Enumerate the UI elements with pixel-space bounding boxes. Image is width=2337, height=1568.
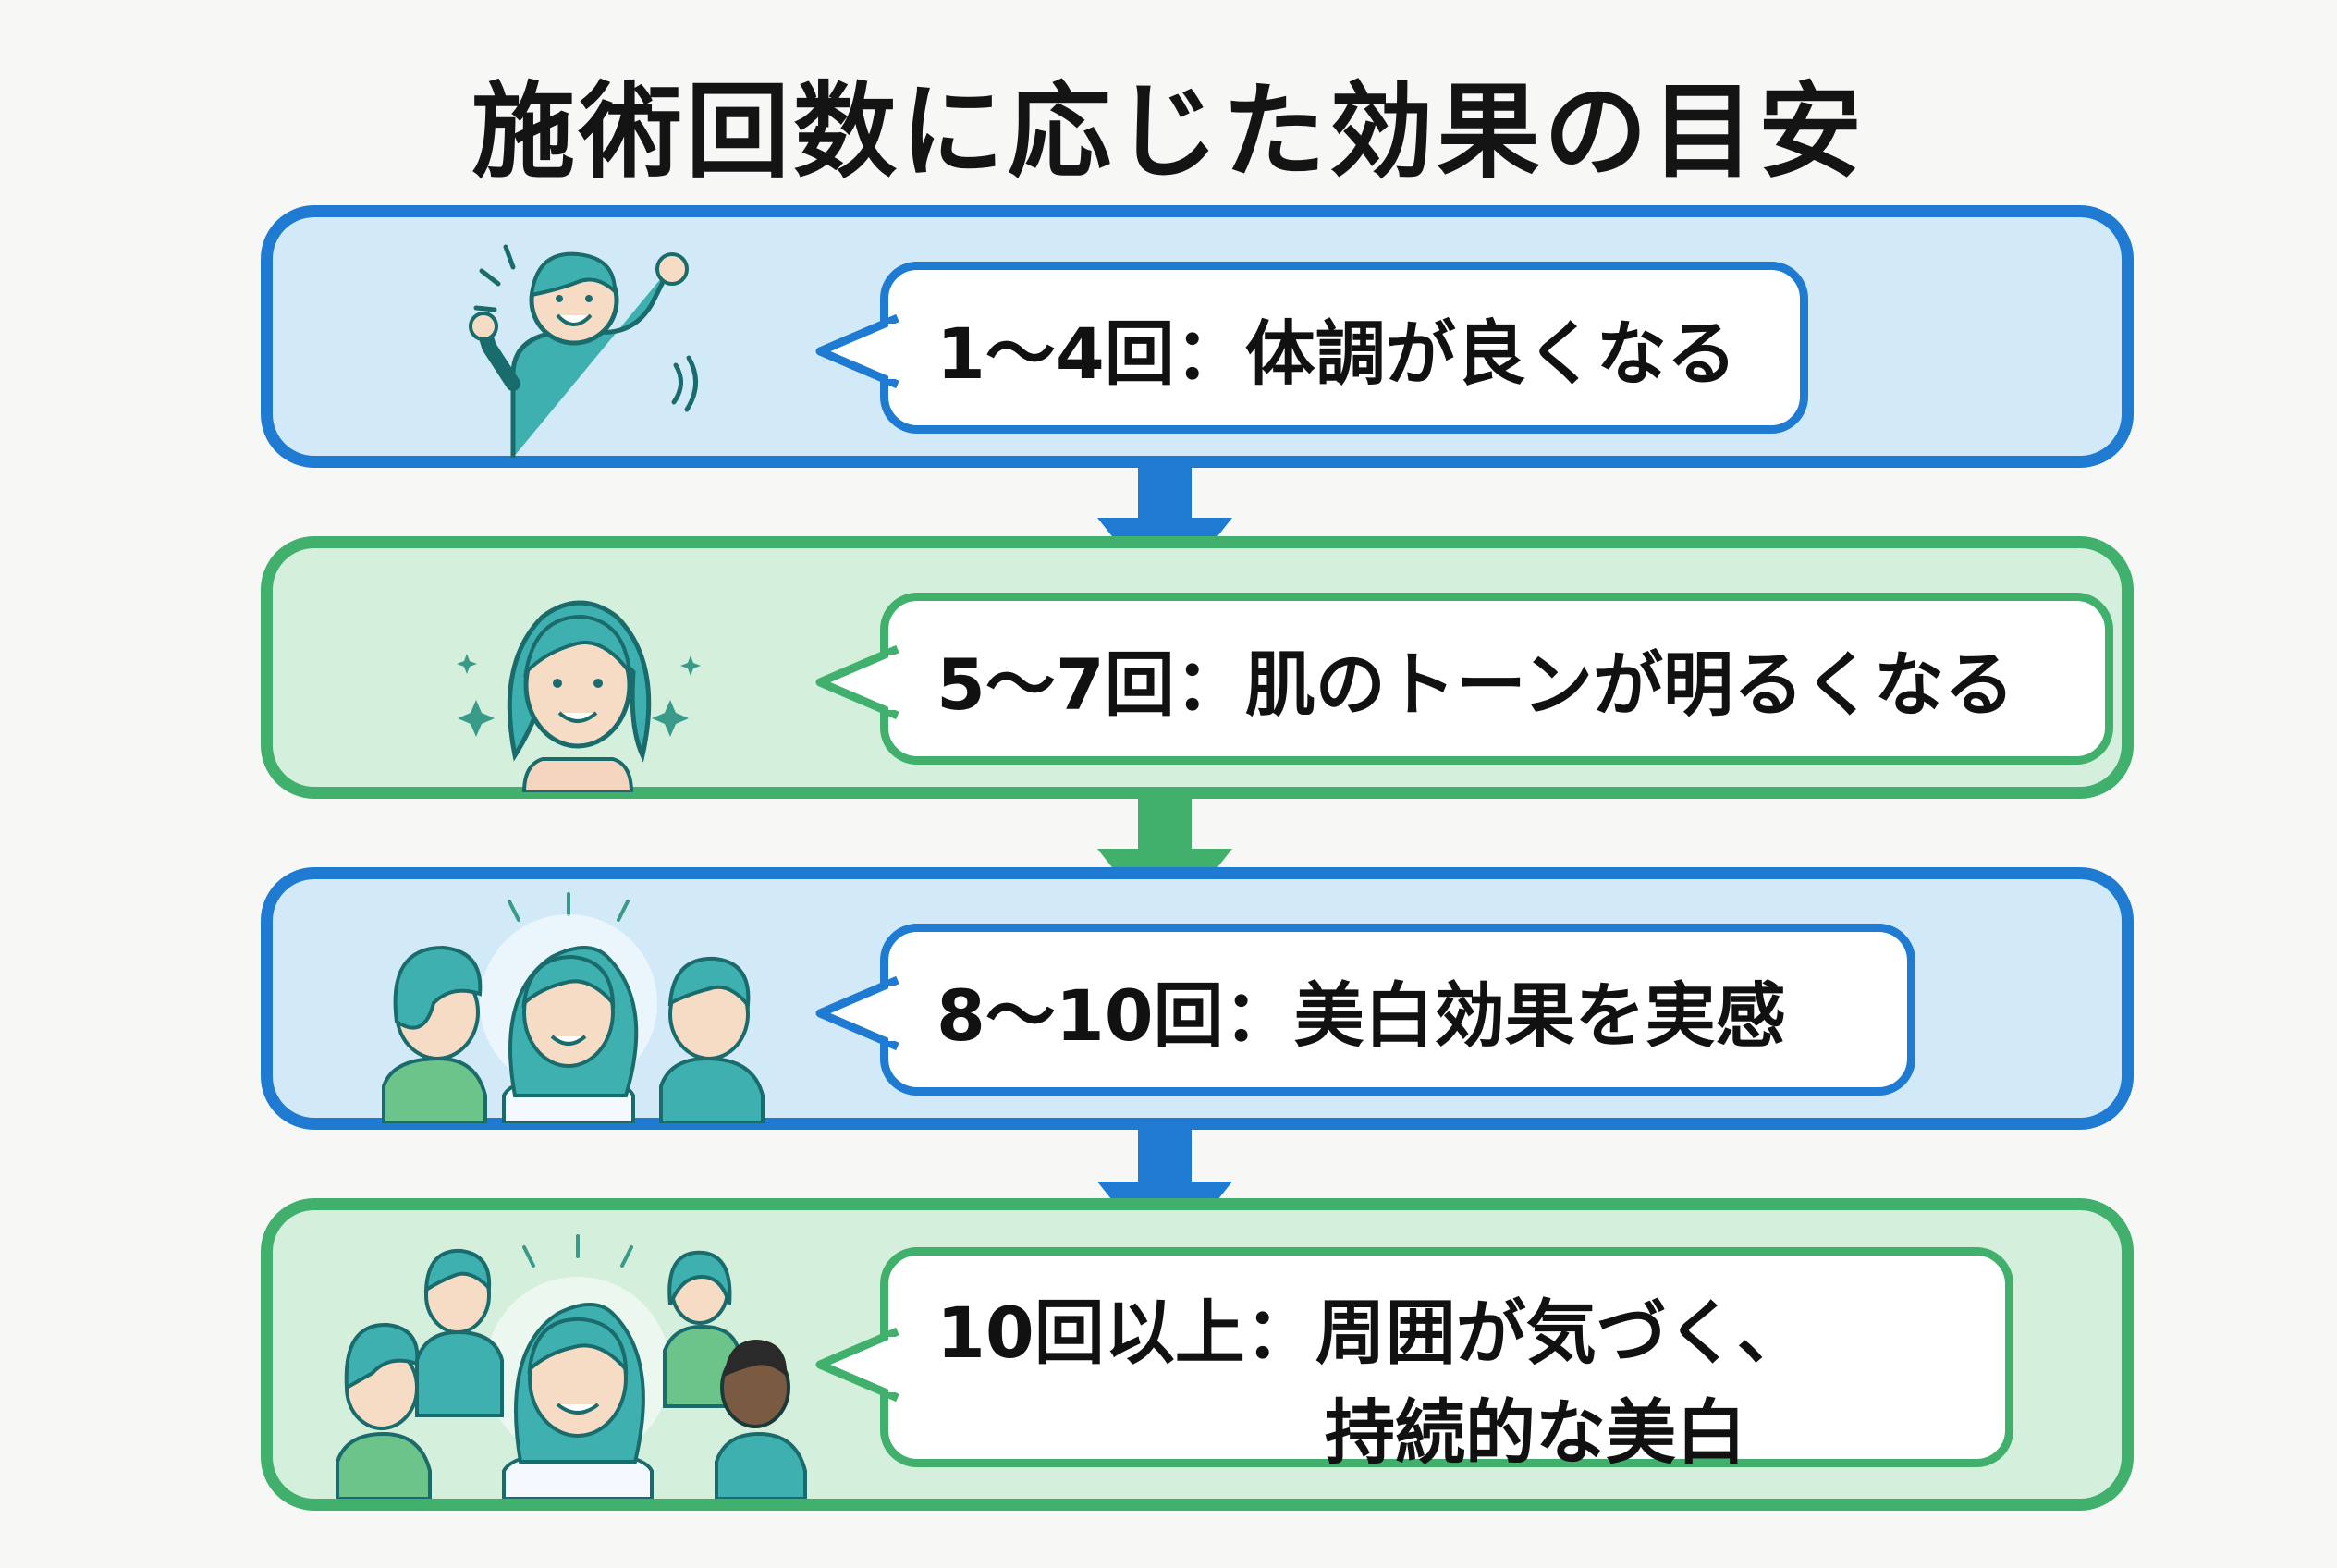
stage-panel-4: 10回以上：周囲が気づく、 持続的な美白 (261, 1198, 2134, 1511)
stage-label: 1〜4回：体調が良くなる (936, 312, 1737, 395)
stage-label: 5〜7回：肌のトーンが明るくなる (936, 643, 2014, 726)
stage-label: 10回以上：周囲が気づく、 持続的な美白 (936, 1283, 1807, 1483)
stage-panel-1: 1〜4回：体調が良くなる (261, 205, 2134, 468)
speech-bubble: 5〜7回：肌のトーンが明るくなる (815, 593, 2113, 765)
page-title: 施術回数に応じた効果の目安 (471, 72, 1866, 192)
speech-bubble: 10回以上：周囲が気づく、 持続的な美白 (815, 1247, 2013, 1474)
stage-label-line-1: 10回以上：周囲が気づく、 (936, 1292, 1807, 1374)
stage-panel-3: 8〜10回：美白効果を実感 (261, 867, 2134, 1130)
speech-bubble: 8〜10回：美白効果を実感 (815, 924, 1915, 1096)
stage-label-line-2: 持続的な美白 (1325, 1391, 1746, 1474)
applauding-crowd-icon (336, 1234, 807, 1499)
admired-woman-group-icon (382, 892, 765, 1123)
stage-label: 8〜10回：美白効果を実感 (936, 974, 1786, 1057)
stage-panel-2: 5〜7回：肌のトーンが明るくなる (261, 536, 2134, 799)
cheering-person-icon (469, 244, 698, 458)
speech-bubble: 1〜4回：体調が良くなる (815, 262, 1808, 434)
glowing-face-woman-icon (457, 600, 701, 792)
